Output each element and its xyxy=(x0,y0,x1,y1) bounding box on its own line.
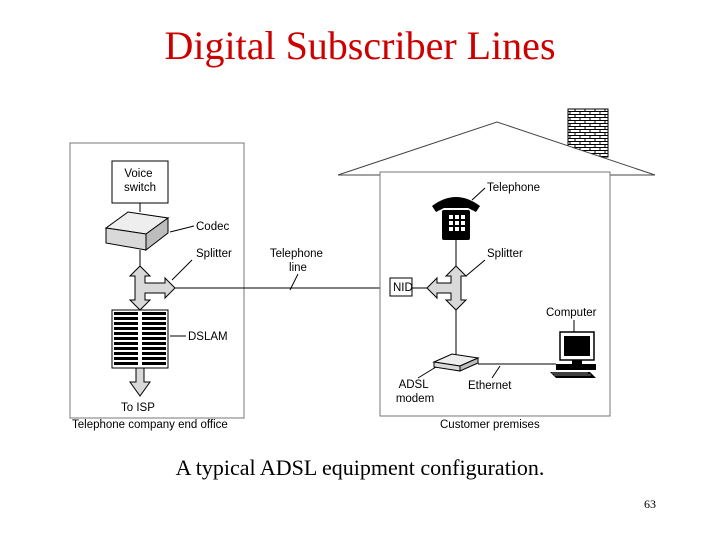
slide-title: Digital Subscriber Lines xyxy=(164,23,556,68)
computer-icon xyxy=(550,331,596,378)
voice-switch-box xyxy=(111,160,169,204)
figure-caption: A typical ADSL equipment configuration. xyxy=(175,455,545,480)
to-isp-label: To ISP xyxy=(121,402,155,414)
nid-box xyxy=(389,277,413,297)
codec-label: Codec xyxy=(196,221,229,233)
codec-icon xyxy=(104,211,170,252)
office-splitter-label: Splitter xyxy=(196,248,232,260)
voice-switch-label: Voice switch xyxy=(124,168,156,194)
home-splitter-icon xyxy=(426,265,468,311)
to-isp-arrow xyxy=(129,367,151,397)
customer-premises-label: Customer premises xyxy=(440,419,540,431)
telephone-icon xyxy=(432,197,480,240)
ethernet-label: Ethernet xyxy=(468,380,512,392)
office-splitter-icon xyxy=(128,265,176,311)
telephone-label: Telephone xyxy=(487,182,540,194)
computer-label: Computer xyxy=(546,307,597,319)
dslam-label: DSLAM xyxy=(188,331,228,343)
telephone-line-label: Telephone line xyxy=(270,248,326,274)
adsl-modem-icon xyxy=(432,353,480,372)
adsl-modem-label: ADSL modem xyxy=(396,379,434,405)
page-number: 63 xyxy=(644,497,656,511)
end-office-label: Telephone company end office xyxy=(72,419,228,431)
home-splitter-label: Splitter xyxy=(487,248,523,260)
nid-label: NID xyxy=(393,282,413,294)
dslam-rack xyxy=(111,309,169,369)
